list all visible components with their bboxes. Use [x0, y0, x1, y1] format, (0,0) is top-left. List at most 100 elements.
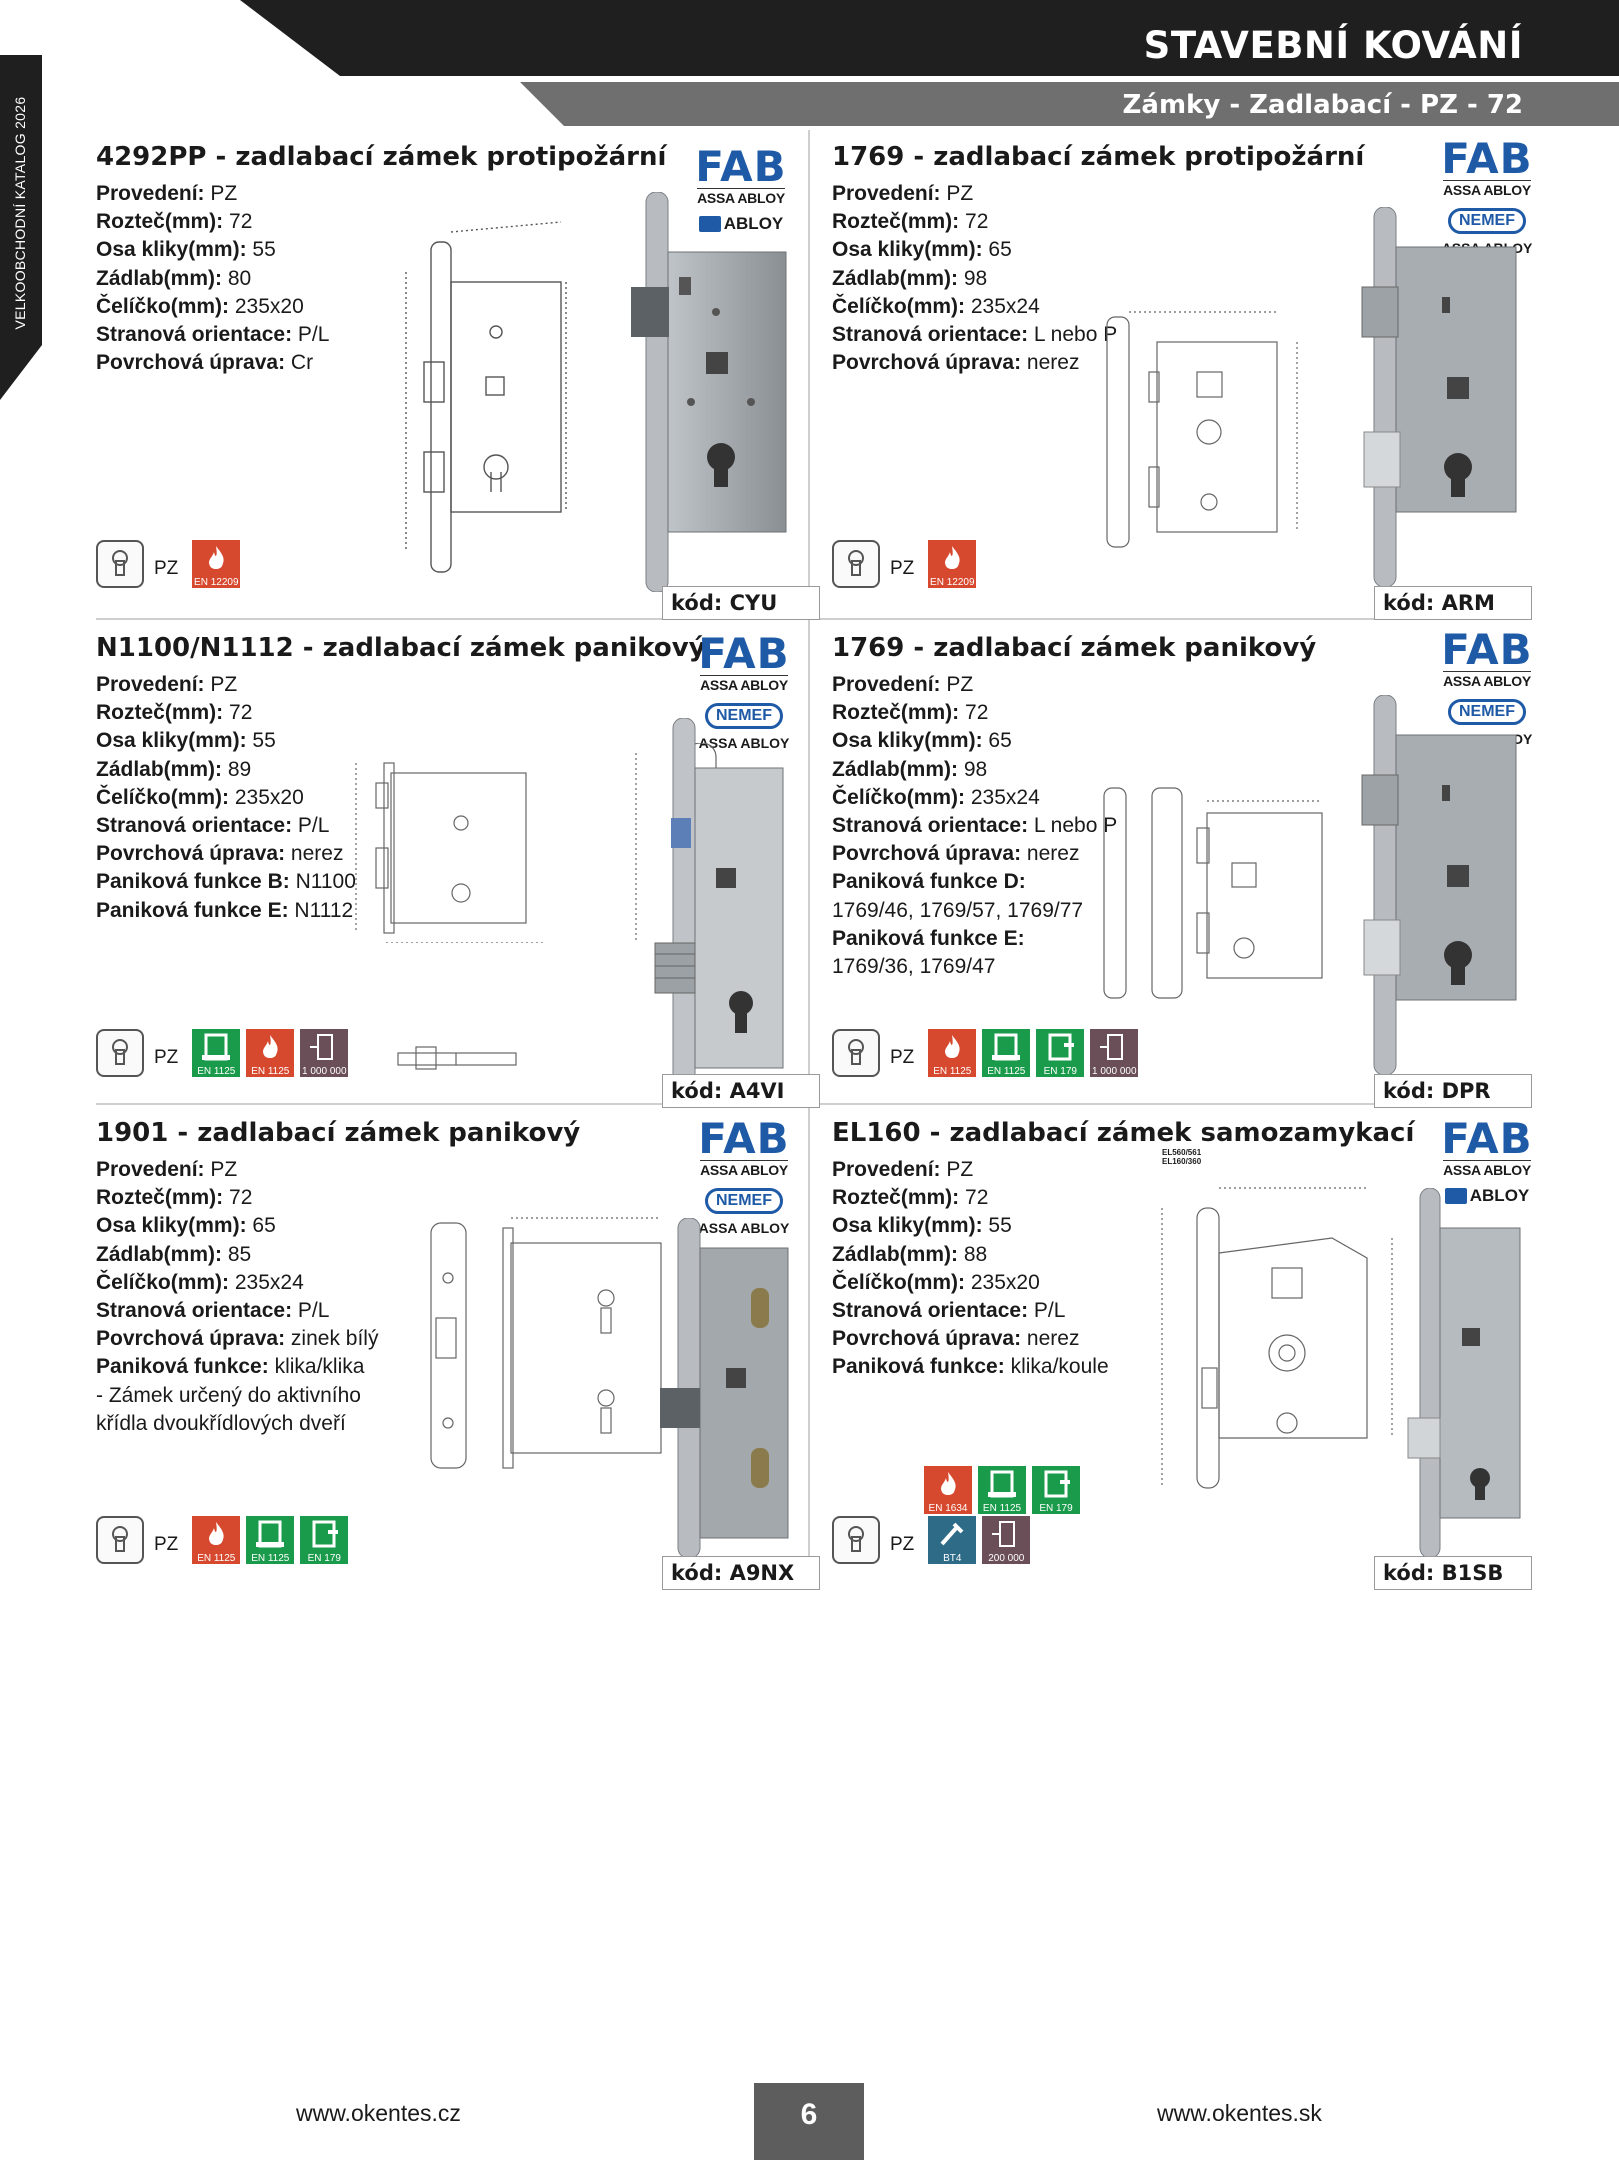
- spec-list: Provedení: PZ Rozteč(mm): 72 Osa kliky(m…: [96, 180, 426, 377]
- brand-logo: FAB ASSA ABLOY NEMEF ASSA ABLOY: [694, 633, 794, 752]
- subtitle-band: [520, 82, 1619, 126]
- cert-label: EN 1125: [251, 1553, 290, 1564]
- spec-value: 89: [227, 757, 252, 781]
- assa-abloy-logo: ASSA ABLOY: [698, 735, 790, 751]
- section-subtitle: Zámky - Zadlabací - PZ - 72: [1122, 90, 1523, 120]
- spec-value: klika/klika: [274, 1355, 365, 1379]
- spec-label: Paniková funkce E:: [832, 926, 1025, 950]
- product-title: 1901 - zadlabací zámek panikový: [96, 1118, 581, 1148]
- cylinder-icon: [96, 1516, 144, 1564]
- panic-exit-icon: EN 1125: [982, 1029, 1031, 1077]
- spec-value: N1100: [295, 870, 356, 894]
- strike-drawing: [397, 1046, 517, 1070]
- spec-value: 1769/36, 1769/47: [832, 955, 996, 979]
- cylinder-icon: [832, 1516, 880, 1564]
- pz-label: PZ: [154, 558, 179, 579]
- cert-label: EN 1634: [928, 1503, 968, 1514]
- footer-url-cz[interactable]: www.okentes.cz: [296, 2100, 461, 2126]
- product-card: 1769 - zadlabací zámek protipožární Prov…: [832, 138, 1532, 620]
- spec-value: P/L: [1033, 1299, 1066, 1323]
- assa-abloy-logo: ASSA ABLOY: [1443, 1160, 1531, 1178]
- brand-logo: FAB ASSA ABLOY ABLOY: [691, 146, 791, 237]
- cert-label: EN 1125: [197, 1066, 236, 1077]
- spec-label: Čelíčko(mm):: [832, 785, 966, 809]
- footer-url-sk[interactable]: www.okentes.sk: [1157, 2100, 1322, 2126]
- spec-label: Paniková funkce E:: [96, 898, 289, 922]
- spec-value: 98: [963, 757, 988, 781]
- spec-value: PZ: [210, 673, 238, 696]
- cert-label: EN 1125: [933, 1066, 972, 1077]
- side-tab: [0, 55, 42, 400]
- spec-label: Povrchová úprava:: [832, 842, 1022, 866]
- spec-value: nerez: [290, 842, 344, 866]
- spec-value: P/L: [297, 323, 330, 347]
- technical-drawing: [405, 221, 567, 573]
- cylinder-icon: [832, 540, 880, 588]
- spec-label: Povrchová úprava:: [96, 1327, 286, 1351]
- spec-value: 85: [227, 1242, 252, 1266]
- fire-cert-icon: EN 1125: [192, 1516, 241, 1564]
- spec-label: Rozteč(mm):: [96, 210, 224, 234]
- feature-icons: PZ EN 12209: [832, 540, 977, 588]
- spec-label: Rozteč(mm):: [832, 210, 960, 234]
- spec-label: Provedení:: [96, 1158, 205, 1181]
- spec-value: PZ: [946, 182, 974, 205]
- spec-label: Paniková funkce:: [832, 1355, 1005, 1379]
- spec-value: P/L: [297, 1299, 330, 1323]
- spec-label: Rozteč(mm):: [832, 1186, 960, 1210]
- fire-cert-icon: EN 1125: [928, 1029, 977, 1077]
- assa-abloy-logo: ASSA ABLOY: [1443, 180, 1531, 198]
- product-title: 1769 - zadlabací zámek panikový: [832, 633, 1317, 663]
- nemef-logo: NEMEF: [705, 703, 783, 729]
- spec-value: 72: [965, 210, 989, 234]
- fab-logo: FAB: [1441, 134, 1533, 183]
- cylinder-icon: [96, 1029, 144, 1077]
- spec-value: klika/koule: [1010, 1355, 1109, 1379]
- fire-cert-icon: EN 1125: [246, 1029, 295, 1077]
- spec-value: 235x24: [970, 294, 1040, 318]
- product-title: 4292PP - zadlabací zámek protipožární: [96, 142, 667, 172]
- brand-name: ABLOY: [723, 214, 784, 233]
- pz-label: PZ: [154, 1534, 179, 1555]
- spec-value: P/L: [297, 814, 330, 838]
- top-cert-icons: EN 1634 EN 1125 EN 179: [924, 1466, 1080, 1514]
- product-card: 1901 - zadlabací zámek panikový Proveden…: [96, 1118, 820, 1590]
- feature-icons: PZ BT4 200 000: [832, 1516, 1031, 1564]
- spec-list: Provedení: PZ Rozteč(mm): 72 Osa kliky(m…: [96, 671, 426, 925]
- catalog-side-label: VELKOOBCHODNÍ KATALOG 2026: [12, 96, 28, 330]
- pz-label: PZ: [890, 558, 915, 579]
- spec-label: Zádlab(mm):: [96, 757, 222, 781]
- product-title: EL160 - zadlabací zámek samozamykací: [832, 1118, 1415, 1148]
- cert-label: BT4: [943, 1553, 962, 1564]
- cert-label: EN 179: [1039, 1503, 1073, 1514]
- drawing-label: EL560/561 EL160/360: [1162, 1148, 1202, 1166]
- product-code: kód: ARM: [1374, 586, 1532, 620]
- nemef-logo: NEMEF: [1448, 699, 1526, 725]
- product-code: kód: CYU: [662, 586, 820, 620]
- fire-cert-icon: EN 1634: [924, 1466, 972, 1514]
- nemef-logo: NEMEF: [705, 1188, 783, 1214]
- spec-value: Cr: [290, 351, 314, 375]
- spec-value: 88: [963, 1242, 988, 1266]
- spec-label: Stranová orientace:: [96, 323, 293, 347]
- spec-value: zinek bílý: [290, 1327, 379, 1351]
- spec-value: PZ: [210, 1158, 238, 1181]
- spec-value: 98: [963, 266, 988, 290]
- emergency-exit-icon: EN 179: [1032, 1466, 1080, 1514]
- spec-label: Osa kliky(mm):: [832, 1214, 983, 1238]
- cert-label: 1 000 000: [1092, 1066, 1137, 1077]
- spec-label: Povrchová úprava:: [96, 842, 286, 866]
- spec-label: Provedení:: [96, 182, 205, 205]
- feature-icons: PZ EN 1125 EN 1125 EN 179 1 000 000: [832, 1029, 1139, 1077]
- spec-label: Provedení:: [832, 673, 941, 696]
- cylinder-icon: [96, 540, 144, 588]
- spec-list: Provedení: PZ Rozteč(mm): 72 Osa kliky(m…: [832, 671, 1162, 981]
- feature-icons: PZ EN 1125 EN 1125 EN 179: [96, 1516, 349, 1564]
- spec-label: Paniková funkce:: [96, 1355, 269, 1379]
- pz-label: PZ: [890, 1047, 915, 1068]
- product-code: kód: DPR: [1374, 1074, 1532, 1108]
- spec-value: 235x20: [234, 294, 304, 318]
- technical-drawing: [1161, 1187, 1393, 1489]
- spec-value: 55: [252, 729, 276, 753]
- feature-icons: PZ EN 12209: [96, 540, 241, 588]
